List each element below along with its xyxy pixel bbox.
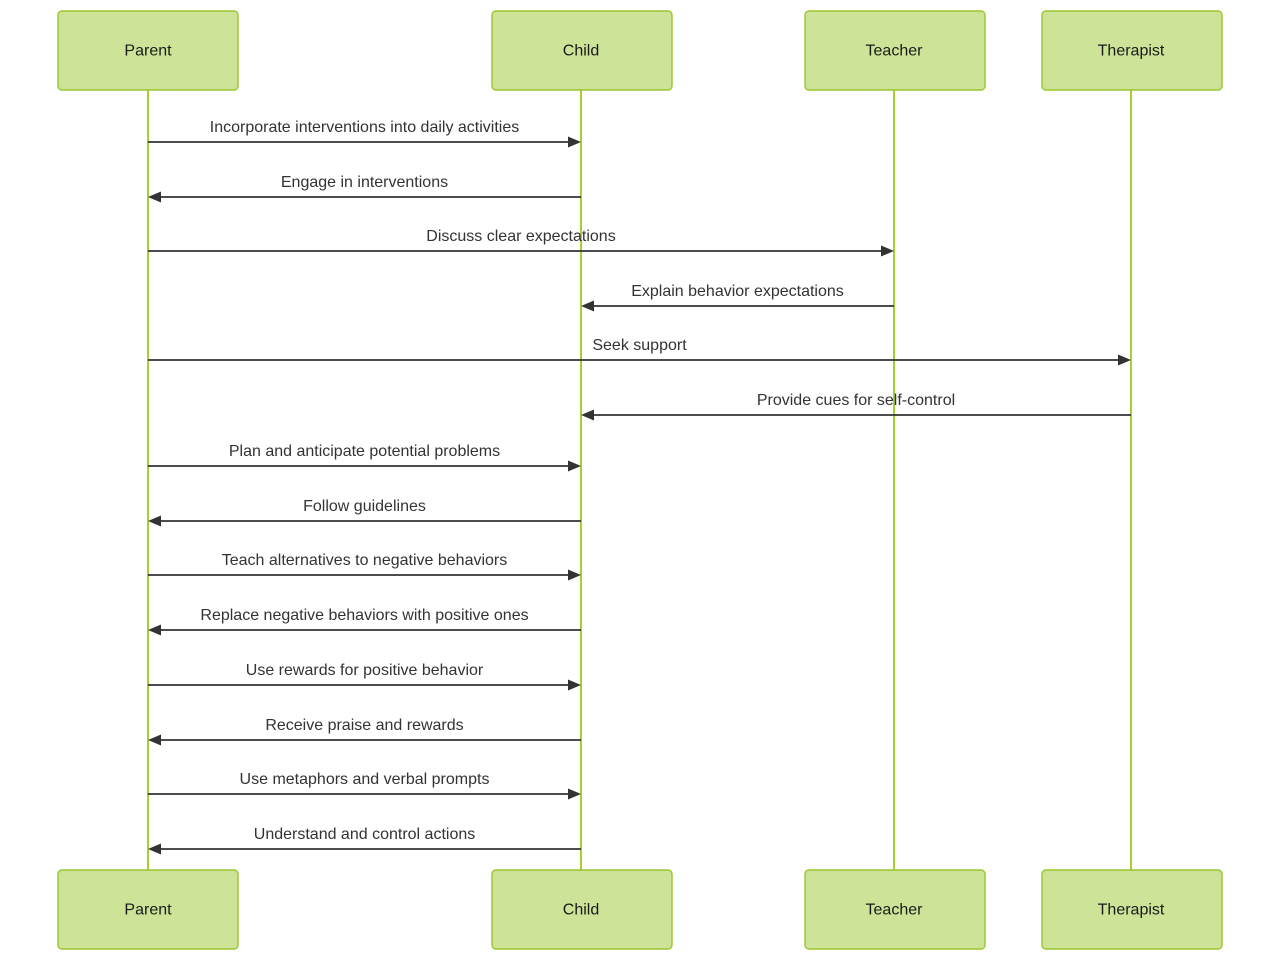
actor-teacher-bottom[interactable]: Teacher <box>804 869 986 950</box>
message-11: Use rewards for positive behavior <box>148 662 581 691</box>
lifelines-group <box>147 90 1132 870</box>
actor-child-top[interactable]: Child <box>491 10 673 91</box>
actor-boxes-bottom: Parent Child Teacher Therapist <box>57 869 1223 950</box>
message-arrowhead-8 <box>148 515 161 527</box>
actor-label-parent-bottom: Parent <box>124 902 172 919</box>
message-label-2: Engage in interventions <box>281 174 448 191</box>
message-3: Discuss clear expectations <box>148 228 894 257</box>
message-arrowhead-1 <box>568 136 581 148</box>
actor-label-teacher-top: Teacher <box>866 43 924 60</box>
message-label-7: Plan and anticipate potential problems <box>229 443 500 460</box>
message-label-11: Use rewards for positive behavior <box>246 662 484 679</box>
actor-teacher-top[interactable]: Teacher <box>804 10 986 91</box>
message-14: Understand and control actions <box>148 826 581 855</box>
message-1: Incorporate interventions into daily act… <box>148 119 581 148</box>
messages-group: Incorporate interventions into daily act… <box>148 119 1131 855</box>
message-label-5: Seek support <box>592 337 687 354</box>
actor-box-child-top[interactable] <box>491 10 673 91</box>
message-arrowhead-11 <box>568 679 581 691</box>
actor-child-bottom[interactable]: Child <box>491 869 673 950</box>
actor-box-parent-bottom[interactable] <box>57 869 239 950</box>
message-arrowhead-10 <box>148 624 161 636</box>
actor-label-therapist-top: Therapist <box>1098 43 1165 60</box>
actor-parent-bottom[interactable]: Parent <box>57 869 239 950</box>
message-label-6: Provide cues for self-control <box>757 392 955 409</box>
message-9: Teach alternatives to negative behaviors <box>148 552 581 581</box>
message-2: Engage in interventions <box>148 174 581 203</box>
message-6: Provide cues for self-control <box>581 392 1131 421</box>
actor-box-child-bottom[interactable] <box>491 869 673 950</box>
message-5: Seek support <box>148 337 1131 366</box>
actor-label-teacher-bottom: Teacher <box>866 902 924 919</box>
message-arrowhead-2 <box>148 191 161 203</box>
message-arrowhead-4 <box>581 300 594 312</box>
message-arrowhead-3 <box>881 245 894 257</box>
message-label-9: Teach alternatives to negative behaviors <box>222 552 508 569</box>
message-arrowhead-14 <box>148 843 161 855</box>
message-arrowhead-5 <box>1118 354 1131 366</box>
message-label-3: Discuss clear expectations <box>426 228 615 245</box>
message-13: Use metaphors and verbal prompts <box>148 771 581 800</box>
actor-label-child-bottom: Child <box>563 902 599 919</box>
message-7: Plan and anticipate potential problems <box>148 443 581 472</box>
message-arrowhead-13 <box>568 788 581 800</box>
message-12: Receive praise and rewards <box>148 717 581 746</box>
actor-label-parent-top: Parent <box>124 43 172 60</box>
message-label-12: Receive praise and rewards <box>265 717 463 734</box>
actor-parent-top[interactable]: Parent <box>57 10 239 91</box>
actor-label-child-top: Child <box>563 43 599 60</box>
actor-box-parent-top[interactable] <box>57 10 239 91</box>
actor-therapist-top[interactable]: Therapist <box>1041 10 1223 91</box>
message-label-1: Incorporate interventions into daily act… <box>210 119 520 136</box>
actor-box-therapist-top[interactable] <box>1041 10 1223 91</box>
message-8: Follow guidelines <box>148 498 581 527</box>
message-4: Explain behavior expectations <box>581 283 894 312</box>
message-arrowhead-9 <box>568 569 581 581</box>
actor-box-teacher-top[interactable] <box>804 10 986 91</box>
message-label-8: Follow guidelines <box>303 498 426 515</box>
message-arrowhead-12 <box>148 734 161 746</box>
actor-boxes-top: Parent Child Teacher Therapist <box>57 10 1223 91</box>
message-label-13: Use metaphors and verbal prompts <box>240 771 490 788</box>
message-label-4: Explain behavior expectations <box>631 283 844 300</box>
message-arrowhead-7 <box>568 460 581 472</box>
message-10: Replace negative behaviors with positive… <box>148 607 581 636</box>
actor-label-therapist-bottom: Therapist <box>1098 902 1165 919</box>
message-label-10: Replace negative behaviors with positive… <box>200 607 528 624</box>
actor-box-teacher-bottom[interactable] <box>804 869 986 950</box>
message-arrowhead-6 <box>581 409 594 421</box>
message-label-14: Understand and control actions <box>254 826 475 843</box>
actor-therapist-bottom[interactable]: Therapist <box>1041 869 1223 950</box>
actor-box-therapist-bottom[interactable] <box>1041 869 1223 950</box>
